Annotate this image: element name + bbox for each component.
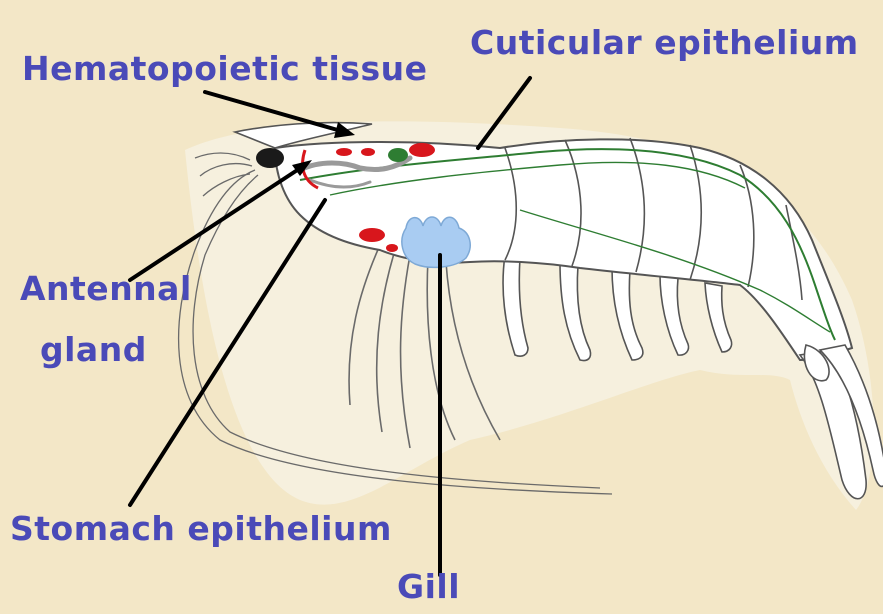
hematopoietic-tissue-label: Hematopoietic tissue bbox=[22, 52, 427, 85]
hematopoietic-nodule bbox=[409, 143, 435, 157]
antennal-gland-label-line2: gland bbox=[40, 333, 147, 366]
hematopoietic-nodule bbox=[386, 244, 398, 252]
hematopoietic-nodule bbox=[361, 148, 375, 156]
green-organ bbox=[388, 148, 408, 162]
hematopoietic-nodule bbox=[359, 228, 385, 242]
eye bbox=[256, 148, 284, 168]
hematopoietic-nodule bbox=[336, 148, 352, 156]
gill-label: Gill bbox=[397, 570, 460, 603]
stomach-epithelium-label: Stomach epithelium bbox=[10, 512, 392, 545]
antennal-gland-label-line1: Antennal bbox=[20, 272, 192, 305]
cuticular-epithelium-label: Cuticular epithelium bbox=[470, 26, 859, 59]
